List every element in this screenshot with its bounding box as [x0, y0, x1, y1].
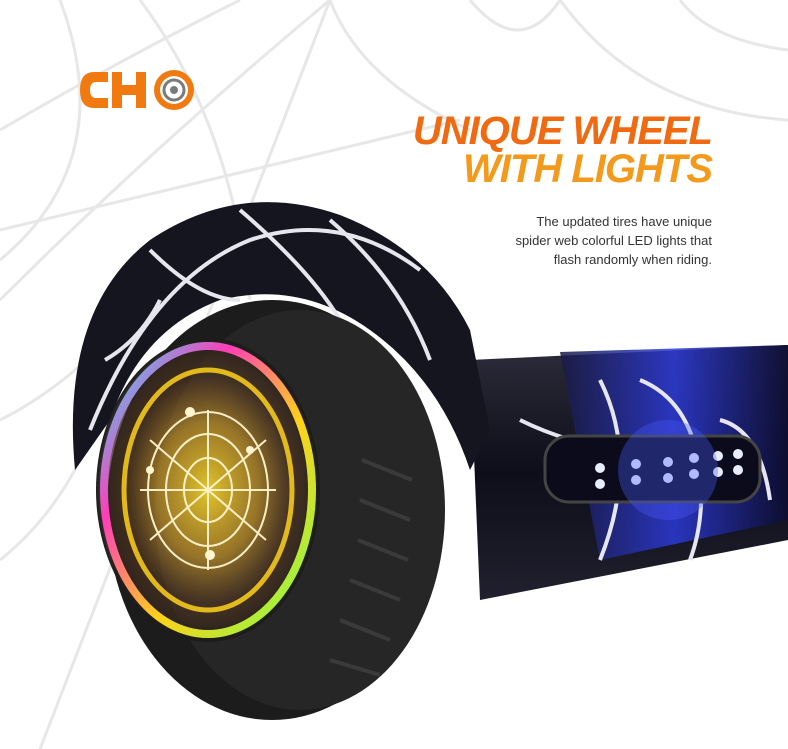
description-line: flash randomly when riding. — [553, 252, 712, 267]
spider-web-led-wheel-icon — [140, 410, 276, 570]
description: The updated tires have unique spider web… — [412, 212, 712, 269]
cho-logo — [80, 70, 194, 110]
description-line: spider web colorful LED lights that — [515, 233, 712, 248]
headline-line-2: WITH LIGHTS — [463, 147, 713, 191]
description-line: The updated tires have unique — [536, 214, 712, 229]
headline: UNIQUE WHEEL WITH LIGHTS — [412, 109, 713, 191]
headline-line-1: UNIQUE WHEEL — [412, 109, 713, 153]
